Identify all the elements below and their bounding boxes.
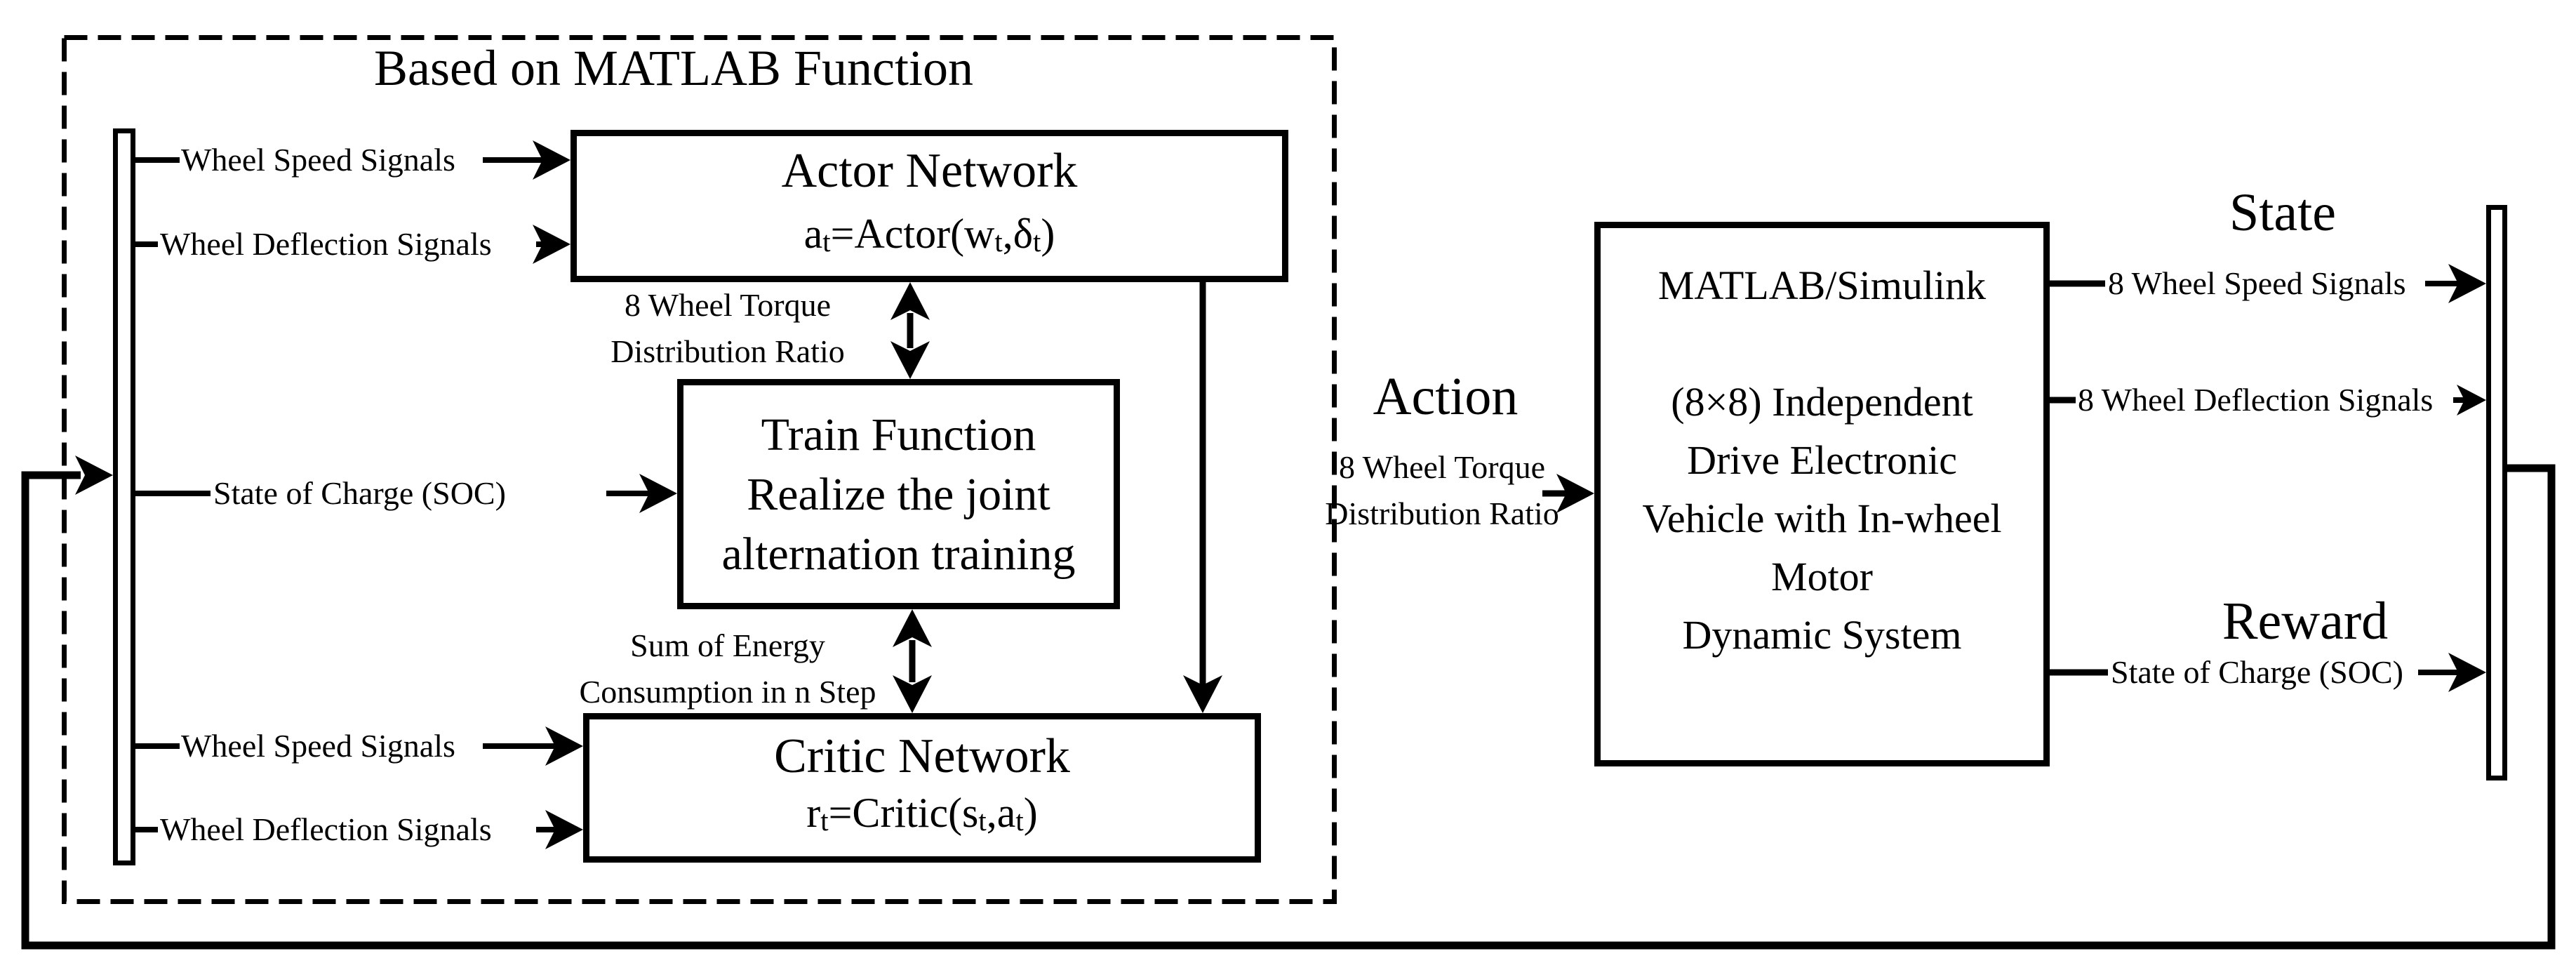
critic-network-title: Critic Network	[774, 729, 1070, 783]
dashed-box-title: Based on MATLAB Function	[374, 40, 973, 96]
torque-ratio-line2: Distribution Ratio	[610, 333, 845, 369]
action-signal-line2: Distribution Ratio	[1325, 496, 1559, 531]
train-function-line3: alternation training	[721, 528, 1076, 580]
out-soc-arrow	[2050, 653, 2486, 692]
wheel-speed-top-arrow	[135, 140, 570, 180]
train-function-box: Train Function Realize the joint alterna…	[677, 379, 1120, 609]
energy-line2: Consumption in n Step	[579, 674, 876, 710]
simulink-line4: Vehicle with In-wheel	[1642, 496, 2002, 541]
out-deflection-arrow	[2050, 385, 2486, 416]
wheel-deflection-top-label: Wheel Deflection Signals	[160, 226, 492, 262]
out-speed-label: 8 Wheel Speed Signals	[2108, 265, 2406, 301]
left-io-bar	[113, 128, 135, 865]
actor-train-double-arrow	[890, 282, 930, 379]
train-function-title: Train Function	[761, 408, 1036, 460]
wheel-deflection-top-arrow	[135, 225, 570, 264]
wheel-speed-bottom-label: Wheel Speed Signals	[181, 728, 455, 764]
simulink-line6: Dynamic System	[1682, 612, 1962, 658]
action-signal-label: 8 Wheel Torque Distribution Ratio	[1325, 444, 1559, 537]
right-io-bar	[2486, 205, 2507, 780]
out-speed-arrow	[2050, 264, 2486, 303]
train-function-line2: Realize the joint	[747, 468, 1050, 520]
action-title: Action	[1373, 367, 1519, 426]
out-soc-label: State of Charge (SOC)	[2111, 654, 2403, 690]
energy-label: Sum of Energy Consumption in n Step	[580, 623, 876, 715]
soc-input-arrow	[135, 474, 677, 513]
actor-network-formula: at=Actor(wt,δt)	[803, 210, 1055, 258]
simulink-line1: MATLAB/Simulink	[1657, 263, 1987, 308]
action-arrow	[1542, 474, 1594, 513]
torque-ratio-label: 8 Wheel Torque Distribution Ratio	[610, 282, 845, 375]
actor-critic-line	[1183, 281, 1222, 713]
wheel-deflection-bottom-label: Wheel Deflection Signals	[160, 811, 492, 847]
feedback-loop-line	[21, 456, 2556, 950]
wheel-speed-bottom-arrow	[135, 726, 583, 766]
wheel-deflection-bottom-arrow	[135, 810, 583, 849]
soc-input-label: State of Charge (SOC)	[213, 475, 506, 511]
critic-network-formula: rt=Critic(st,at)	[806, 789, 1038, 837]
torque-ratio-line1: 8 Wheel Torque	[625, 287, 831, 323]
simulink-line3: Drive Electronic	[1687, 437, 1957, 483]
actor-network-title: Actor Network	[781, 143, 1078, 198]
actor-network-box: Actor Network at=Actor(wt,δt)	[570, 130, 1288, 282]
action-signal-line1: 8 Wheel Torque	[1339, 449, 1545, 485]
wheel-speed-top-label: Wheel Speed Signals	[181, 142, 455, 178]
dashed-box	[62, 35, 1337, 904]
out-deflection-label: 8 Wheel Deflection Signals	[2078, 382, 2434, 418]
simulink-line5: Motor	[1771, 554, 1873, 599]
state-title: State	[2229, 183, 2336, 242]
simulink-line-gap	[1601, 314, 2043, 373]
energy-line1: Sum of Energy	[630, 627, 825, 663]
simulink-text: MATLAB/Simulink (8×8) Independent Drive …	[1601, 256, 2043, 664]
critic-network-box: Critic Network rt=Critic(st,at)	[583, 713, 1261, 863]
train-critic-double-arrow	[893, 609, 932, 713]
reward-title: Reward	[2222, 592, 2389, 651]
simulink-box: MATLAB/Simulink (8×8) Independent Drive …	[1594, 222, 2050, 766]
simulink-line2: (8×8) Independent	[1671, 379, 1973, 425]
